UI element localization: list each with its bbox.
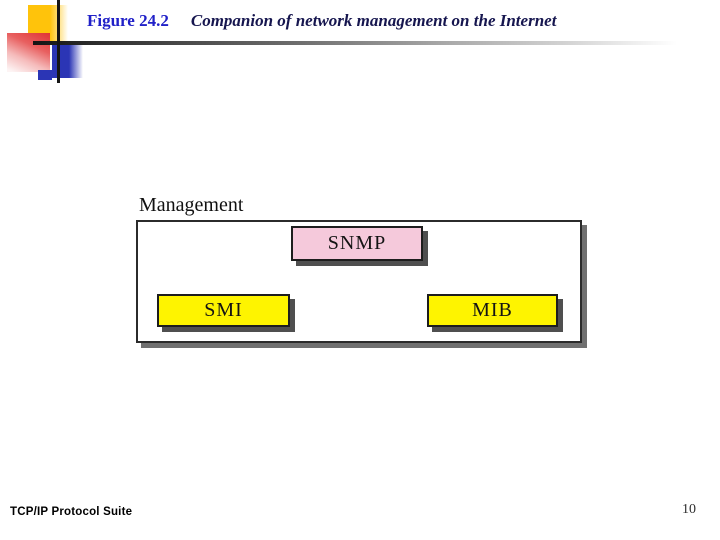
logo-vertical-line	[57, 0, 60, 83]
header: Figure 24.2 Companion of network managem…	[87, 11, 556, 31]
mib-box-label: MIB	[472, 299, 513, 321]
footer-book-title: TCP/IP Protocol Suite	[10, 506, 133, 518]
logo-blue-tab	[38, 70, 52, 80]
figure-label: Figure 24.2	[87, 11, 169, 30]
mib-box: MIB	[427, 294, 558, 327]
header-divider-line	[33, 41, 697, 45]
snmp-box-label: SNMP	[327, 232, 387, 254]
logo-red-square	[7, 33, 50, 72]
management-label: Management	[139, 194, 244, 216]
smi-box: SMI	[157, 294, 290, 327]
smi-box-label: SMI	[204, 299, 243, 321]
page-number: 10	[682, 502, 696, 517]
snmp-box: SNMP	[291, 226, 423, 261]
slide-title: Companion of network management on the I…	[190, 11, 557, 30]
